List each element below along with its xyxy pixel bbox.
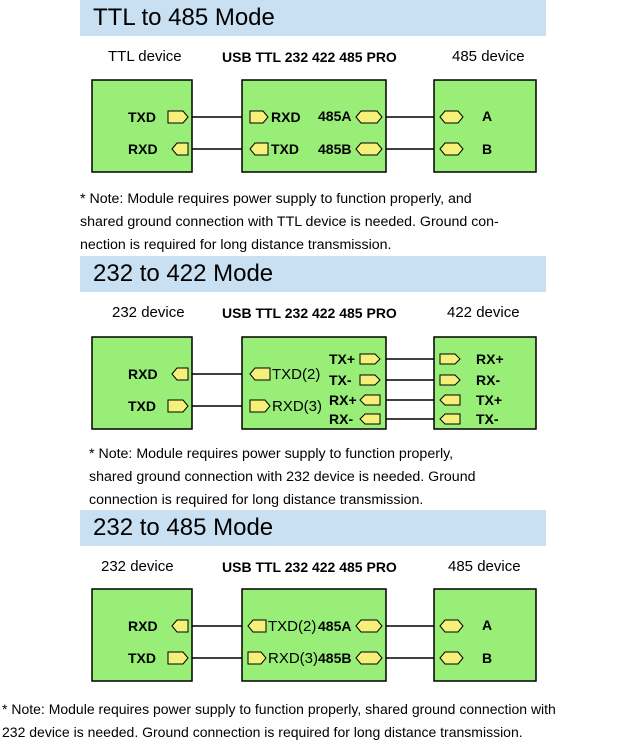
pin-out-icon	[167, 110, 189, 124]
pin-bidir-icon	[439, 142, 464, 156]
note-line: 232 device is needed. Ground connection …	[2, 724, 523, 740]
section-title: 232 to 422 Mode	[80, 256, 546, 292]
pin-label: TX-	[329, 372, 352, 388]
wiring-diagram: RXD TXD TXD(2) RXD(3) 485A 485B A B	[91, 588, 537, 682]
pin-in-icon	[247, 619, 267, 633]
section-title: 232 to 485 Mode	[80, 510, 546, 546]
right-device-label: 485 device	[452, 48, 525, 65]
pin-out-icon	[167, 651, 189, 665]
pin-label: RXD	[271, 109, 301, 125]
section-title: TTL to 485 Mode	[80, 0, 546, 36]
pin-label: B	[482, 141, 492, 157]
pin-label: TX+	[476, 392, 502, 408]
note-line: shared ground connection with 232 device…	[89, 469, 476, 485]
pin-label: RXD(3)	[272, 398, 322, 415]
module-label: USB TTL 232 422 485 PRO	[222, 305, 397, 321]
right-device-box	[433, 79, 537, 173]
pin-in-icon	[359, 394, 381, 406]
pin-label: RXD(3)	[268, 650, 318, 667]
pin-label: RX+	[476, 351, 504, 367]
pin-bidir-icon	[355, 619, 383, 633]
pin-label: 485A	[318, 618, 351, 634]
right-device-box	[433, 588, 537, 682]
pin-bidir-icon	[355, 110, 383, 124]
pin-label: RX-	[329, 411, 353, 427]
pin-bidir-icon	[355, 142, 383, 156]
left-device-box	[91, 79, 193, 173]
pin-out-icon	[439, 374, 461, 386]
pin-label: TXD	[271, 141, 299, 157]
note: * Note: Module requires power supply to …	[2, 698, 556, 744]
wiring-diagram: TXD RXD RXD TXD 485A 485B A B	[91, 79, 537, 173]
note-line: connection is required for long distance…	[89, 492, 424, 508]
note: * Note: Module requires power supply to …	[80, 188, 499, 257]
left-device-label: 232 device	[101, 558, 174, 575]
pin-out-icon	[247, 651, 267, 665]
right-device-label: 485 device	[448, 558, 521, 575]
pin-bidir-icon	[439, 651, 464, 665]
pin-label: TXD(2)	[272, 366, 320, 383]
pin-label: TXD	[128, 398, 156, 414]
left-device-box	[91, 336, 193, 430]
pin-label: B	[482, 650, 492, 666]
pin-out-icon	[439, 353, 461, 365]
pin-in-icon	[249, 142, 269, 156]
pin-label: 485A	[318, 108, 351, 124]
right-device-label: 422 device	[447, 304, 520, 321]
module-label: USB TTL 232 422 485 PRO	[222, 559, 397, 575]
pin-label: TXD	[128, 109, 156, 125]
module-box	[241, 79, 387, 173]
pin-label: TXD	[128, 650, 156, 666]
pin-label: RX+	[329, 392, 357, 408]
pin-label: 485B	[318, 141, 351, 157]
pin-bidir-icon	[439, 110, 464, 124]
note-line: * Note: Module requires power supply to …	[89, 446, 454, 462]
pin-label: TX-	[476, 411, 499, 427]
pin-in-icon	[171, 142, 189, 156]
note-line: nection is required for long distance tr…	[80, 237, 392, 253]
pin-bidir-icon	[439, 619, 464, 633]
note-line: shared ground connection with TTL device…	[80, 214, 499, 230]
wiring-diagram: RXD TXD TXD(2) RXD(3) TX+ TX- RX+ RX- RX…	[91, 336, 537, 430]
pin-in-icon	[171, 367, 189, 381]
note-line: * Note: Module requires power supply to …	[2, 701, 556, 717]
pin-label: TXD(2)	[268, 618, 316, 635]
pin-label: A	[482, 617, 492, 633]
pin-in-icon	[171, 619, 189, 633]
pin-in-icon	[439, 413, 461, 425]
pin-out-icon	[359, 353, 381, 365]
pin-in-icon	[249, 367, 271, 381]
pin-label: TX+	[329, 351, 355, 367]
left-device-label: 232 device	[112, 304, 185, 321]
pin-label: RXD	[128, 618, 158, 634]
pin-in-icon	[439, 394, 461, 406]
module-label: USB TTL 232 422 485 PRO	[222, 49, 397, 65]
pin-label: A	[482, 108, 492, 124]
pin-label: RXD	[128, 141, 158, 157]
pin-bidir-icon	[355, 651, 383, 665]
pin-in-icon	[359, 413, 381, 425]
note-line: * Note: Module requires power supply to …	[80, 191, 472, 207]
pin-out-icon	[249, 399, 271, 413]
pin-label: RXD	[128, 366, 158, 382]
pin-label: RX-	[476, 372, 500, 388]
pin-label: 485B	[318, 650, 351, 666]
left-device-label: TTL device	[108, 48, 182, 65]
left-device-box	[91, 588, 193, 682]
pin-out-icon	[167, 399, 189, 413]
note: * Note: Module requires power supply to …	[89, 443, 475, 512]
module-box	[241, 588, 387, 682]
pin-out-icon	[249, 110, 269, 124]
pin-out-icon	[359, 374, 381, 386]
